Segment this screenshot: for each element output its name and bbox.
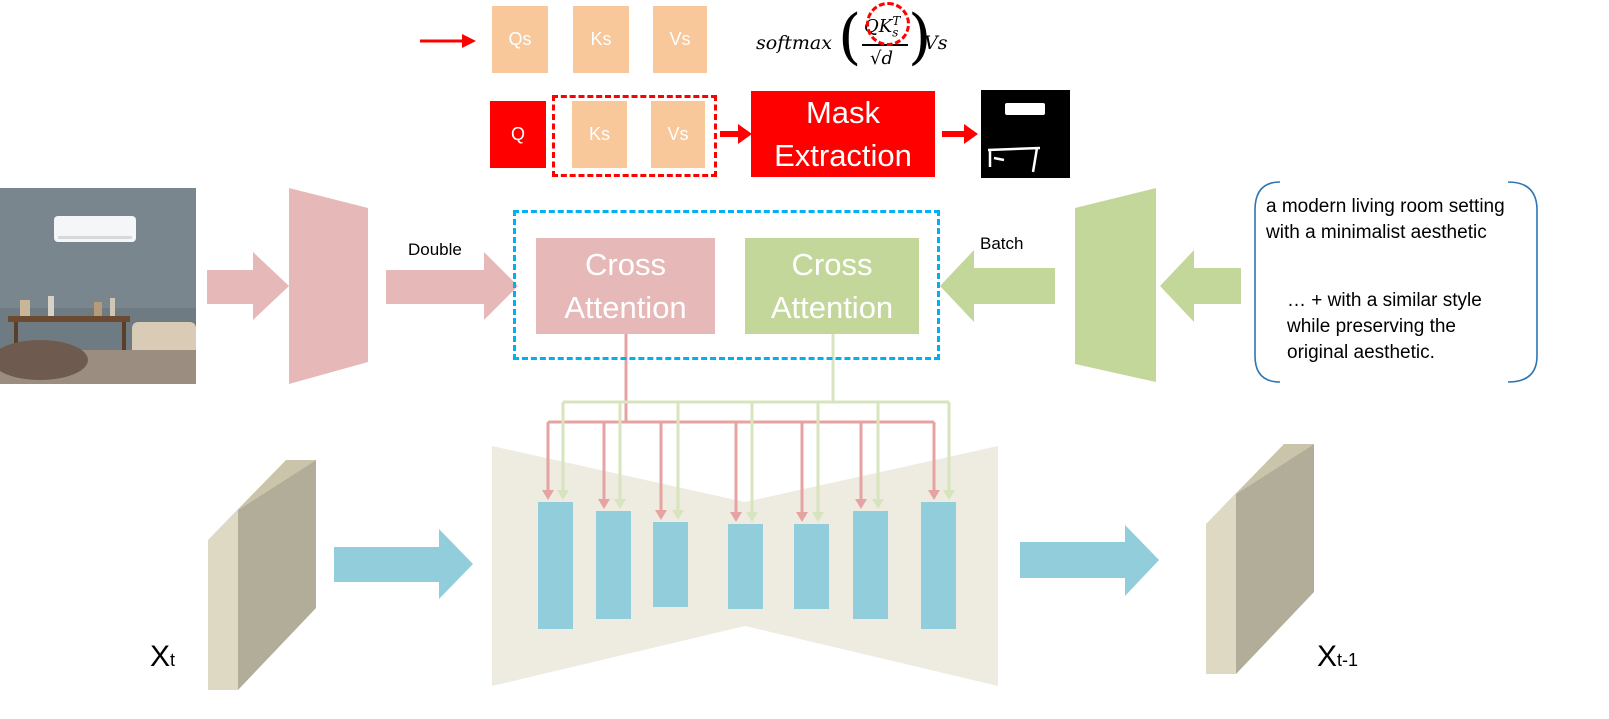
attention-connectors bbox=[548, 334, 949, 424]
cross-attention-green-line-2: Attention bbox=[770, 290, 894, 325]
arrow-to-mask-output bbox=[942, 124, 978, 144]
mask-extraction-line-2: Extraction bbox=[774, 138, 912, 173]
q-box: Q bbox=[490, 101, 546, 168]
green-drop-arrow-5-head bbox=[812, 512, 824, 522]
cross-attention-green-line-1: Cross bbox=[791, 247, 873, 282]
cross-attention-pink: Cross Attention bbox=[536, 238, 715, 334]
formula-prefix: softmax bbox=[756, 32, 832, 54]
formula-denominator: √d bbox=[870, 48, 893, 69]
formula-paren-right: ) bbox=[908, 2, 932, 72]
arrow-to-mask-extraction bbox=[720, 124, 752, 144]
prompt-line-2: with a minimalist aesthetic bbox=[1266, 222, 1487, 243]
pink-drop-arrows bbox=[542, 422, 940, 522]
unet-block-3 bbox=[653, 522, 688, 607]
green-drop-arrow-3-head bbox=[672, 510, 684, 520]
softmax-formula: softmax ( QKsT √d ) Vs bbox=[756, 2, 956, 74]
arrow-unet-to-xt1 bbox=[1020, 525, 1159, 596]
room-photo bbox=[0, 188, 196, 384]
unet-block-4 bbox=[728, 524, 763, 609]
unet-block-2 bbox=[596, 511, 631, 619]
mask-extraction-box: Mask Extraction bbox=[751, 91, 935, 177]
prompt-brackets bbox=[1254, 181, 1538, 383]
pink-drop-arrow-7-head bbox=[928, 490, 940, 500]
green-drop-arrows bbox=[557, 402, 955, 522]
prompt-line-4: while preserving the bbox=[1287, 316, 1456, 337]
pink-drop-arrow-5-head bbox=[796, 512, 808, 522]
pink-encoder-group bbox=[207, 188, 518, 384]
pink-drop-arrow-3-head bbox=[655, 510, 667, 520]
prompt-line-5: original aesthetic. bbox=[1287, 342, 1435, 363]
green-encoder-group bbox=[940, 188, 1241, 382]
pink-drop-arrow-2-head bbox=[598, 499, 610, 509]
mask-extraction-line-1: Mask bbox=[805, 95, 881, 130]
formula-suffix: Vs bbox=[924, 32, 948, 54]
pink-drop-arrow-6-head bbox=[855, 499, 867, 509]
green-drop-arrow-6-head bbox=[872, 499, 884, 509]
input-arrow-red bbox=[420, 34, 476, 48]
mask-output-image bbox=[981, 90, 1070, 178]
green-drop-arrow-1-head bbox=[557, 490, 569, 500]
cross-attention-pink-line-1: Cross bbox=[585, 247, 666, 282]
formula-highlight-circle bbox=[866, 2, 910, 46]
cross-attention-green: Cross Attention bbox=[745, 238, 919, 334]
prompt-line-1: a modern living room setting bbox=[1266, 196, 1505, 217]
unet-block-7 bbox=[921, 502, 956, 629]
cross-attention-pink-line-2: Attention bbox=[564, 290, 687, 325]
double-label: Double bbox=[408, 240, 462, 259]
ks-vs-dashed-group bbox=[552, 95, 717, 177]
unet-block-1 bbox=[538, 502, 573, 629]
green-drop-arrow-7-head bbox=[943, 490, 955, 500]
pink-drop-arrow-4-head bbox=[730, 512, 742, 522]
batch-label: Batch bbox=[980, 234, 1024, 253]
xt-label: Xt bbox=[150, 640, 176, 673]
pink-drop-arrow-1-head bbox=[542, 490, 554, 500]
arrow-xt-to-unet bbox=[334, 529, 473, 599]
latent-xt1 bbox=[1206, 444, 1314, 674]
prompt-line-3: … + with a similar style bbox=[1287, 290, 1482, 311]
unet-block-6 bbox=[853, 511, 888, 619]
green-drop-arrow-4-head bbox=[746, 512, 758, 522]
latent-xt bbox=[208, 460, 316, 690]
attention-dashed-group bbox=[513, 210, 940, 360]
unet-block-5 bbox=[794, 524, 829, 609]
formula-paren-left: ( bbox=[838, 2, 862, 72]
unet-blocks bbox=[538, 502, 956, 629]
green-drop-arrow-2-head bbox=[614, 499, 626, 509]
ks-box: Ks bbox=[573, 6, 629, 73]
vs-box-2: Vs bbox=[651, 101, 705, 168]
qs-box: Qs bbox=[492, 6, 548, 73]
ks-box-2: Ks bbox=[572, 101, 627, 168]
xt1-label: Xt-1 bbox=[1317, 640, 1359, 673]
vs-box: Vs bbox=[653, 6, 707, 73]
